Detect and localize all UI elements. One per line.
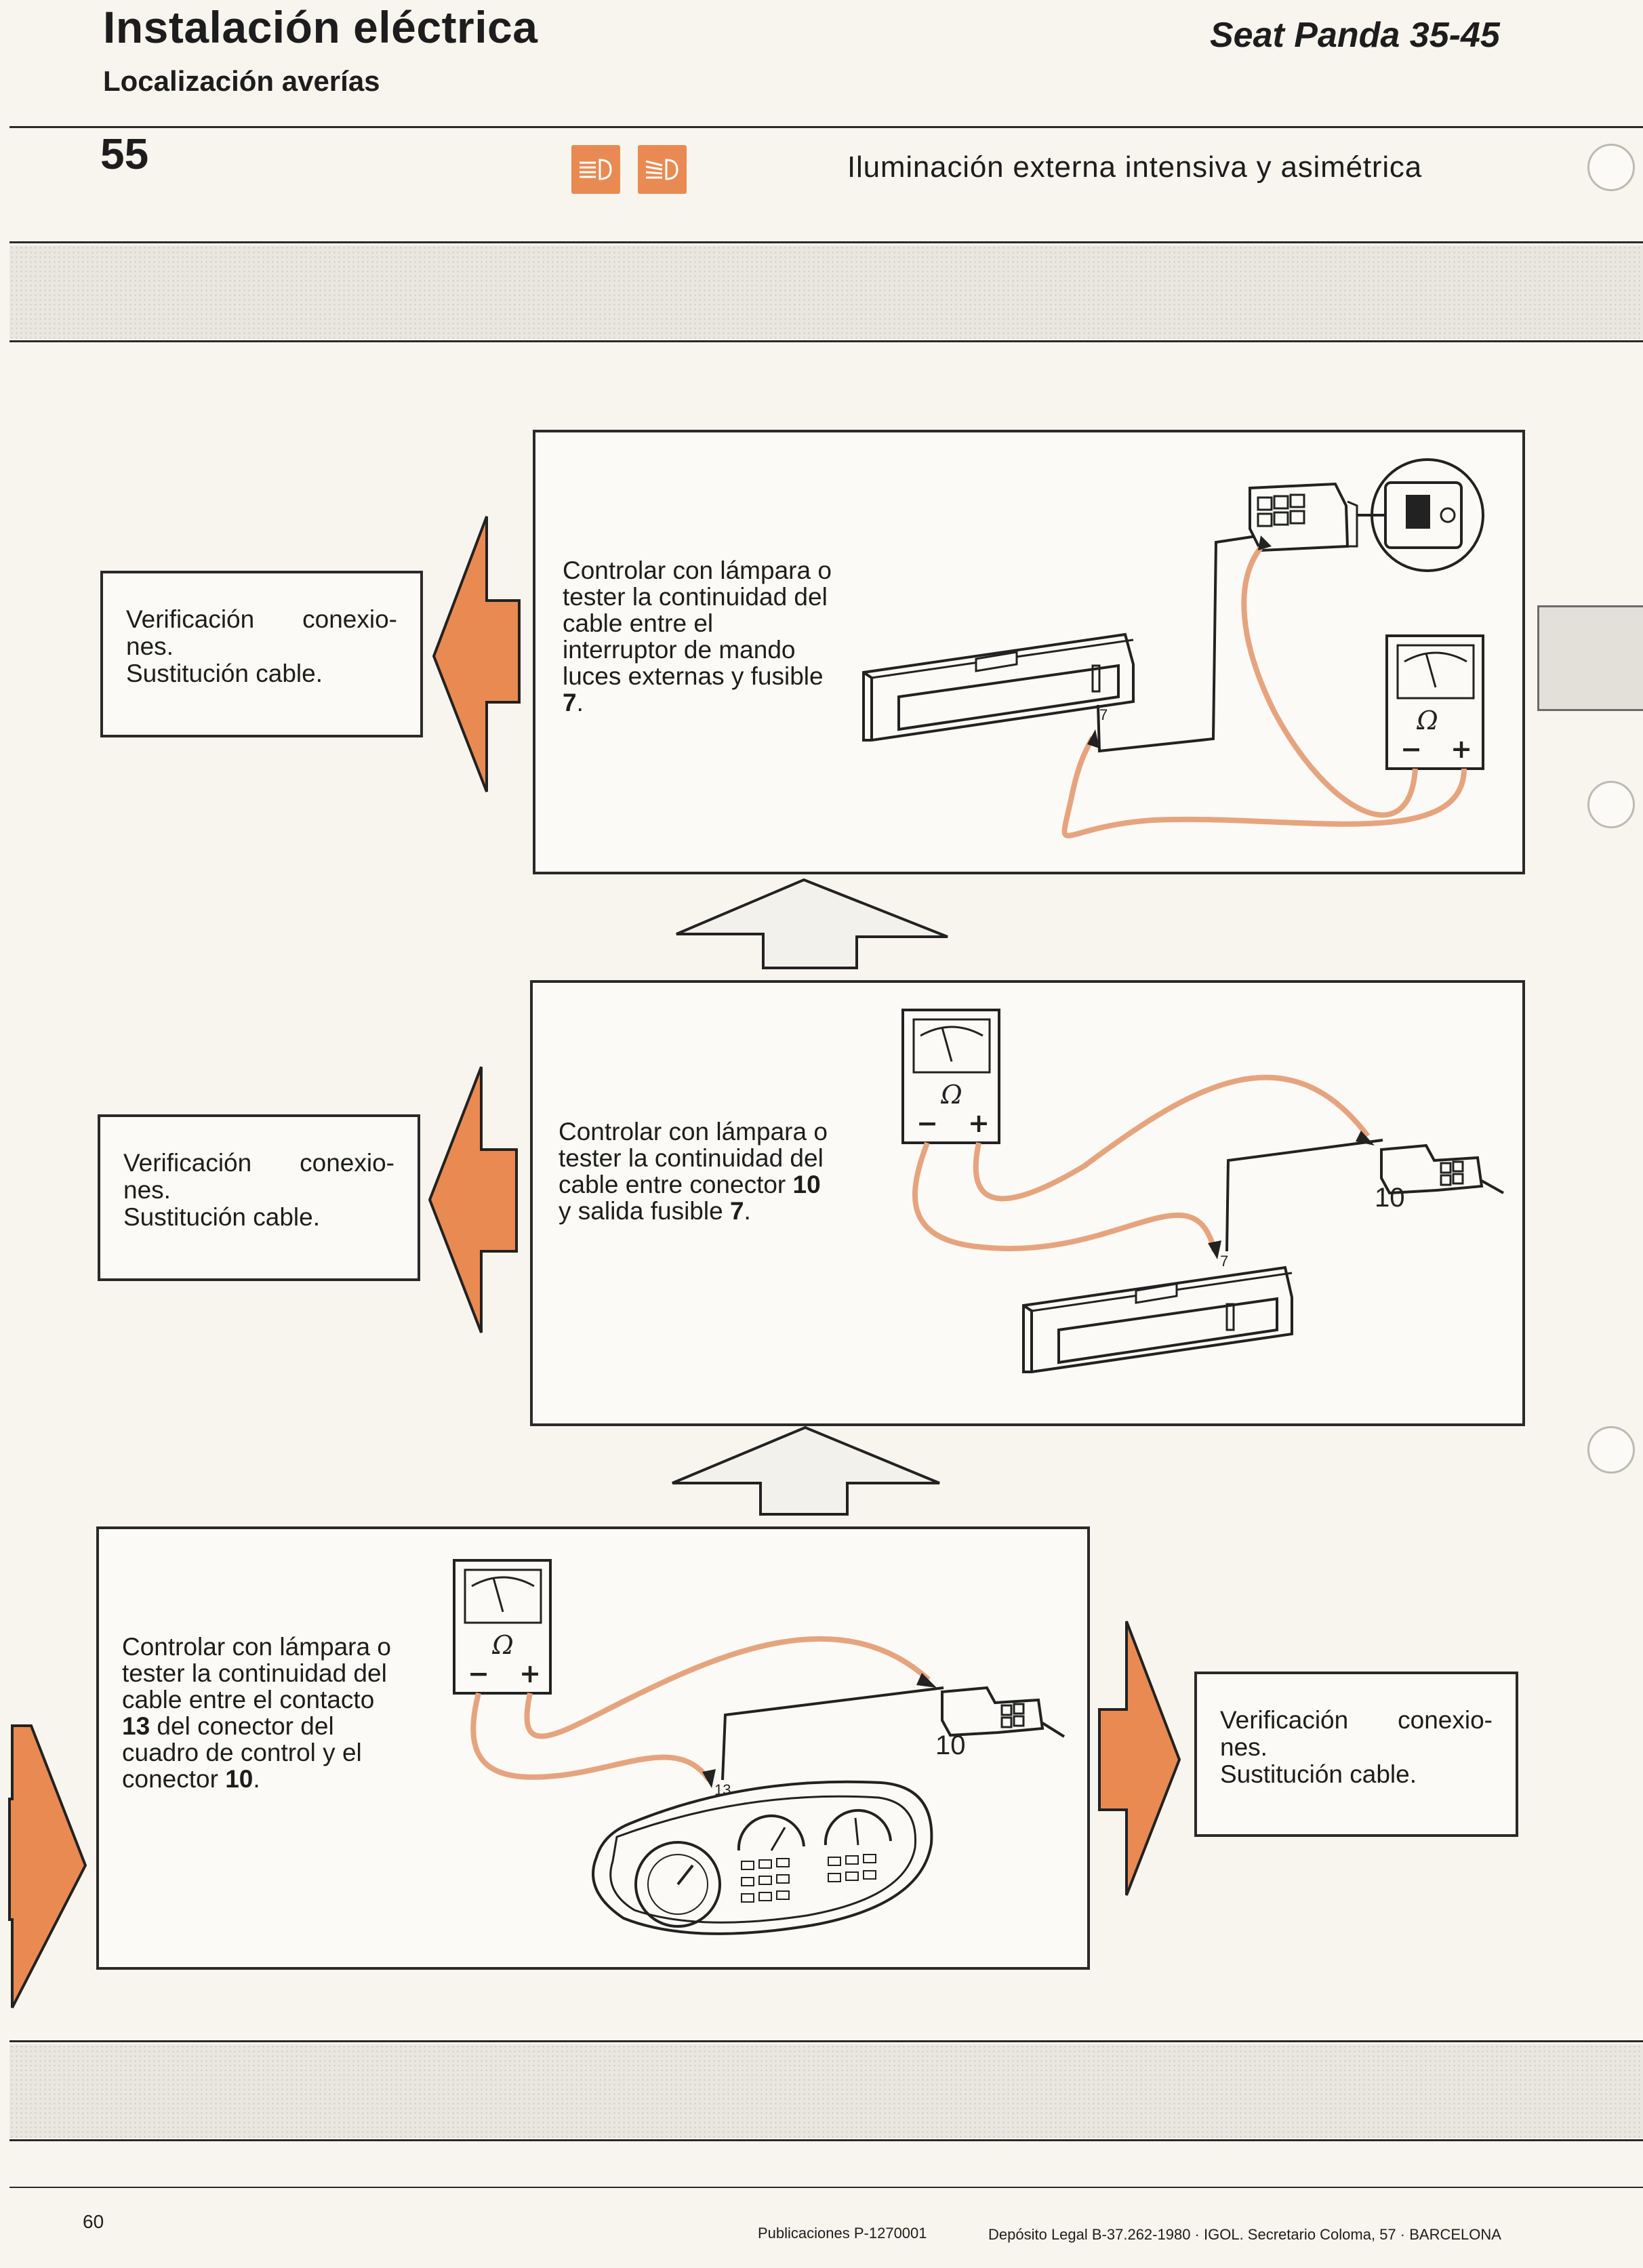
- step-instruction: Controlar con lámpara o tester la contin…: [559, 1118, 828, 1225]
- ohmmeter: Ω − +: [453, 1559, 552, 1695]
- fuse-ref: 7: [563, 689, 577, 716]
- rule: [9, 2139, 1643, 2141]
- binder-hole: [1587, 1426, 1635, 1474]
- binder-hole: [1587, 144, 1635, 191]
- fuse-box: [1022, 1265, 1293, 1373]
- left-arrow-icon: [428, 1066, 518, 1333]
- step-instruction: Controlar con lámpara o tester la contin…: [563, 556, 832, 716]
- instrument-cluster: [592, 1780, 933, 1935]
- ohmmeter: Ω − +: [901, 1009, 1000, 1144]
- low-beam-icon: [638, 145, 687, 194]
- legal-notice: Depósito Legal B-37.262-1980 · IGOL. Sec…: [988, 2226, 1501, 2243]
- svg-text:+: +: [519, 1659, 541, 1688]
- fuse-label: 7: [1220, 1253, 1228, 1270]
- vehicle-model: Seat Panda 35-45: [1210, 16, 1500, 55]
- section-topic: Iluminación externa intensiva y asimétri…: [847, 150, 1422, 184]
- step-instruction: Controlar con lámpara o tester la contin…: [122, 1633, 391, 1793]
- fuse-label: 7: [1099, 706, 1108, 723]
- step-panel: [96, 1526, 1090, 1970]
- right-arrow-icon: [8, 1724, 87, 2008]
- fuse-box: [862, 632, 1135, 742]
- up-arrow-icon: [676, 878, 948, 969]
- connector-label: 10: [1375, 1183, 1405, 1213]
- page-index-tab: [1537, 605, 1643, 711]
- rule: [9, 241, 1643, 243]
- light-switch-icon: [1357, 458, 1484, 572]
- connector: [941, 1686, 1066, 1738]
- connector: [1249, 482, 1358, 552]
- svg-text:−: −: [468, 1659, 489, 1688]
- up-arrow-icon: [672, 1425, 940, 1516]
- header-rule: [9, 126, 1643, 128]
- rule: [9, 340, 1643, 342]
- svg-text:−: −: [916, 1108, 938, 1138]
- page-title: Instalación eléctrica: [103, 2, 538, 52]
- rule: [9, 2040, 1643, 2042]
- screened-band-top: [9, 245, 1643, 339]
- svg-text:Ω: Ω: [491, 1630, 514, 1660]
- svg-text:+: +: [968, 1108, 990, 1138]
- ohm-symbol: Ω: [1416, 706, 1438, 735]
- section-number: 55: [100, 129, 149, 178]
- page-subtitle: Localización averías: [103, 65, 380, 97]
- ohmmeter: Ω − +: [1385, 634, 1484, 770]
- connector-label: 10: [935, 1730, 966, 1760]
- page-number: 60: [83, 2211, 104, 2232]
- publication-code: Publicaciones P-1270001: [758, 2225, 927, 2242]
- rule: [9, 2187, 1643, 2188]
- high-beam-icon: [571, 145, 620, 194]
- left-arrow-icon: [432, 516, 521, 792]
- screened-band-bottom: [9, 2044, 1643, 2138]
- svg-text:Ω: Ω: [940, 1080, 962, 1110]
- connector: [1380, 1143, 1504, 1195]
- minus-terminal: −: [1400, 734, 1422, 764]
- right-arrow-icon: [1098, 1621, 1181, 1896]
- binder-hole: [1587, 781, 1635, 828]
- plus-terminal: +: [1451, 734, 1472, 764]
